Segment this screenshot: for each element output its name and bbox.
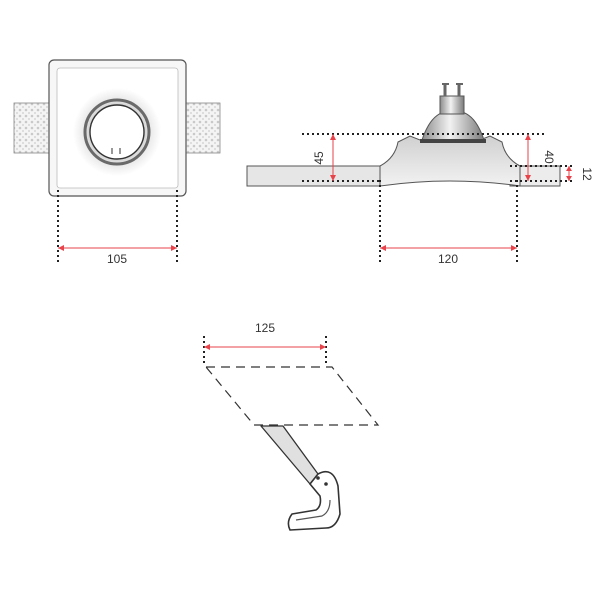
- lamp-reflector: [421, 111, 485, 141]
- lamp-pins-side: [443, 84, 461, 96]
- lamp-height-label: 40: [542, 150, 556, 164]
- side-width-dim-arrow-right: [511, 245, 517, 251]
- lamp-neck: [439, 95, 465, 115]
- plaster-body: [379, 135, 521, 187]
- top-view-dim-arrow-left: [58, 245, 64, 251]
- cutout-dim-arrow-left: [204, 344, 210, 350]
- trowel-rivet-2: [324, 482, 328, 486]
- top-view: 105: [13, 59, 221, 266]
- cutout-dim-arrow-right: [320, 344, 326, 350]
- top-view-width-label: 105: [107, 252, 127, 266]
- side-view: 45 40 12 120: [246, 83, 594, 266]
- top-view-dim-arrow-right: [171, 245, 177, 251]
- right-wing: [183, 102, 221, 154]
- flange-dim-arrow-top: [566, 166, 572, 171]
- trowel-handle: [287, 470, 341, 531]
- cone-edge: [83, 98, 151, 166]
- flange-dim-arrow-bottom: [566, 176, 572, 181]
- lamp-height-dim-arrow-top: [525, 134, 531, 140]
- side-height-label: 45: [312, 151, 326, 165]
- lamp-height-dim-arrow-bottom: [525, 175, 531, 181]
- cutout-view: 125: [203, 321, 380, 531]
- cutout-outline: [204, 366, 380, 426]
- lamp-opening: [89, 104, 145, 160]
- side-height-dim-arrow-top: [330, 134, 336, 140]
- trowel-rivet-1: [316, 476, 320, 480]
- lamp-clip: [420, 139, 486, 143]
- flange-thickness-label: 12: [580, 167, 594, 181]
- side-height-dim-arrow-bottom: [330, 175, 336, 181]
- left-wing: [13, 102, 51, 154]
- cutout-width-label: 125: [255, 321, 275, 335]
- trowel-blade: [260, 425, 319, 485]
- side-width-label: 120: [438, 252, 458, 266]
- trowel-handle-inner: [295, 499, 331, 521]
- trowel-icon: [260, 425, 341, 531]
- side-width-dim-arrow-left: [380, 245, 386, 251]
- ceiling-board: [246, 165, 381, 187]
- lamp-pins: [111, 148, 121, 154]
